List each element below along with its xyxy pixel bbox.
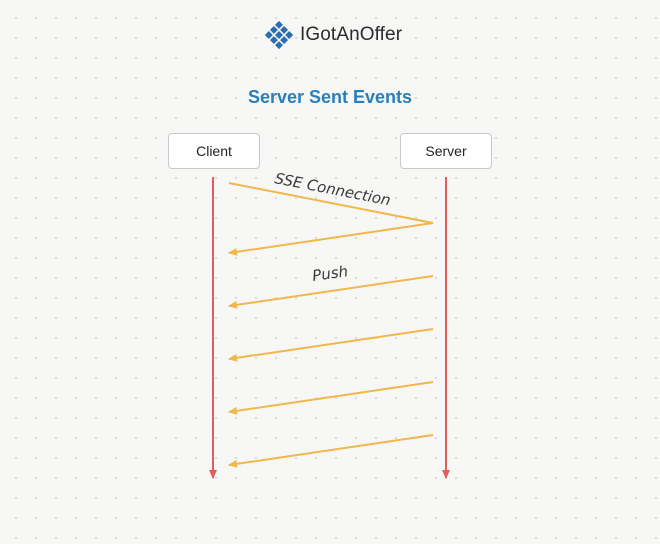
server-actor-box: Server bbox=[400, 133, 492, 169]
brand: IGotAnOffer bbox=[264, 20, 403, 50]
sse-connection-arrow bbox=[228, 182, 434, 224]
connection-response-arrow bbox=[228, 222, 434, 256]
push-event-arrow bbox=[228, 434, 434, 468]
brand-name: IGotAnOffer bbox=[300, 24, 403, 45]
push-event-arrow bbox=[228, 381, 434, 415]
diamond-grid-logo-icon bbox=[264, 20, 294, 50]
diagram-title: Server Sent Events bbox=[247, 87, 413, 107]
server-actor-label: Server bbox=[425, 143, 467, 159]
push-event-arrow bbox=[228, 275, 434, 309]
client-actor-label: Client bbox=[196, 143, 232, 159]
client-actor-box: Client bbox=[168, 133, 260, 169]
push-label: Push bbox=[311, 262, 349, 285]
push-event-arrow bbox=[228, 328, 434, 362]
